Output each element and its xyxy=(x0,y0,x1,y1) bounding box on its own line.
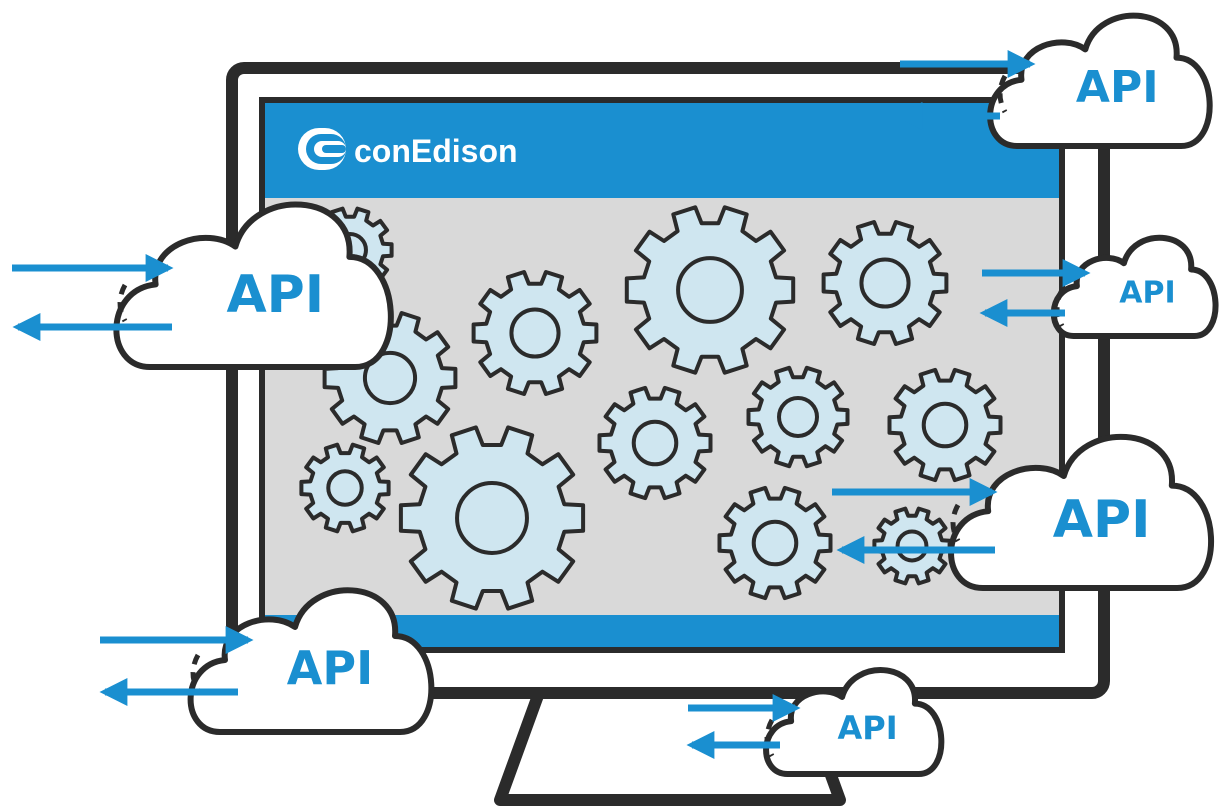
con-edison-logo-icon xyxy=(298,128,346,170)
clouds-group: API API API API API API xyxy=(12,12,1219,777)
api-label: API xyxy=(1076,62,1159,113)
cloud-icon xyxy=(948,433,1215,591)
cloud-opening-mark xyxy=(1054,288,1065,328)
cloud-icon xyxy=(113,201,394,370)
cloud-opening-mark xyxy=(190,653,201,693)
gear-icon xyxy=(398,425,586,611)
brand-name: conEdison xyxy=(354,133,518,169)
cloud-opening-mark xyxy=(117,283,128,323)
cloud-opening-mark xyxy=(997,74,1008,114)
cloud-opening-mark xyxy=(764,718,775,758)
gear-icon xyxy=(872,506,952,586)
api-cloud-top-right: API xyxy=(894,12,1213,149)
gear-icon xyxy=(717,485,833,601)
gear-icon xyxy=(887,367,1003,483)
api-label: API xyxy=(1119,276,1175,311)
gear-icon xyxy=(597,385,713,501)
gear-icon xyxy=(746,365,850,469)
api-cloud-bottom-center: API xyxy=(686,667,945,777)
api-label: API xyxy=(1053,490,1151,550)
api-label: API xyxy=(226,265,324,325)
cloud-icon xyxy=(187,587,435,735)
api-label: API xyxy=(287,641,373,695)
cloud-opening-mark xyxy=(950,503,961,543)
api-cloud-right-small: API xyxy=(979,234,1219,339)
api-cloud-bottom-left: API xyxy=(99,587,435,735)
gear-icon xyxy=(821,220,949,346)
cloud-icon xyxy=(763,667,945,777)
gear-icon xyxy=(471,270,599,396)
api-cloud-right-large: API xyxy=(832,433,1215,591)
api-cloud-left: API xyxy=(12,201,394,370)
brand-logo: conEdison xyxy=(298,128,518,170)
gear-icon xyxy=(299,442,391,534)
api-label: API xyxy=(837,709,897,747)
gear-icon xyxy=(624,205,796,375)
cloud-icon xyxy=(987,12,1213,149)
